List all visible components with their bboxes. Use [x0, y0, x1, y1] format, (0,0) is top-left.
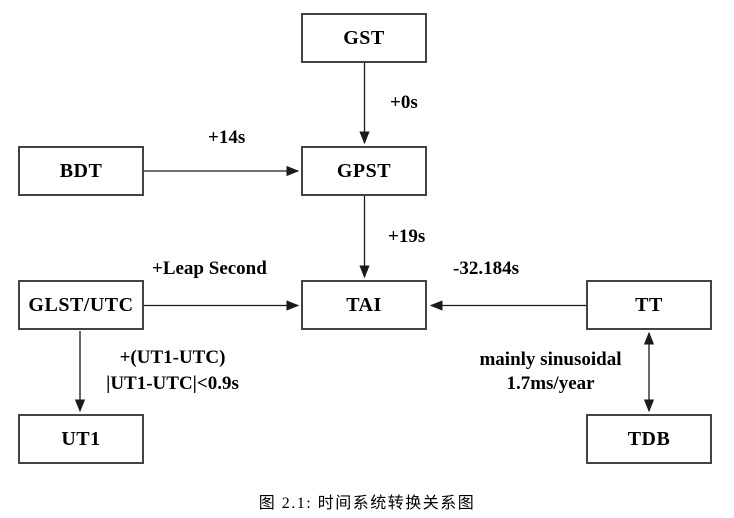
edge-label-tt-to-tdb: mainly sinusoidal 1.7ms/year: [463, 348, 638, 396]
node-tai: TAI: [301, 280, 427, 330]
edge-label-glst-utc-to-ut1: +(UT1-UTC) |UT1-UTC|<0.9s: [90, 345, 255, 397]
node-tt: TT: [586, 280, 712, 330]
figure-caption: 图 2.1: 时间系统转换关系图: [258, 495, 476, 512]
node-glst-utc: GLST/UTC: [18, 280, 144, 330]
edge-label-glst-utc-to-ut1-line1: +(UT1-UTC): [119, 347, 226, 368]
node-gpst: GPST: [301, 146, 427, 196]
edge-label-tt-to-tdb-line1: mainly sinusoidal: [479, 349, 622, 370]
node-ut1: UT1: [18, 414, 144, 464]
edge-label-tt-to-tdb-line2: 1.7ms/year: [506, 373, 595, 394]
node-bdt: BDT: [18, 146, 144, 196]
edge-label-gst-to-gpst: +0s: [390, 92, 418, 113]
edge-label-glst-utc-to-ut1-line2: |UT1-UTC|<0.9s: [106, 373, 239, 394]
node-gst: GST: [301, 13, 427, 63]
edge-label-bdt-to-gpst: +14s: [208, 127, 246, 148]
edge-label-tt-to-tai: -32.184s: [453, 258, 519, 279]
node-tdb: TDB: [586, 414, 712, 464]
edge-label-glst-utc-to-tai: +Leap Second: [152, 258, 267, 279]
edge-label-gpst-to-tai: +19s: [388, 226, 426, 247]
